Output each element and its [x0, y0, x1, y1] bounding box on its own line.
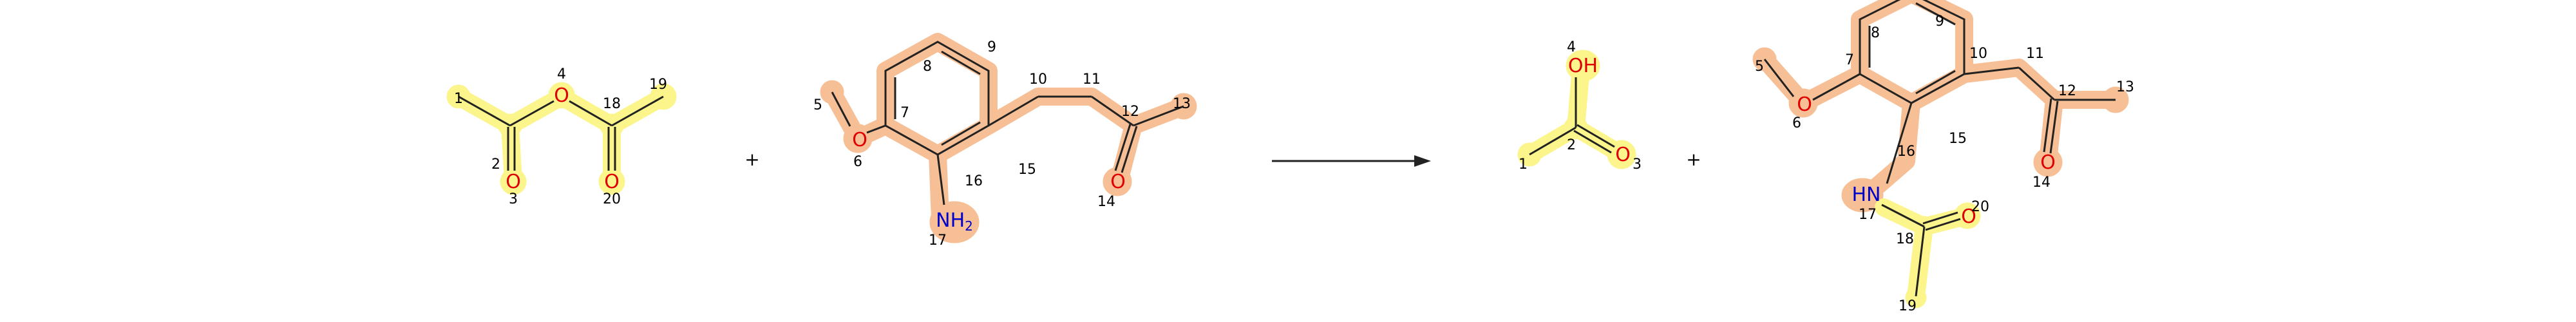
atom-number: 19: [649, 77, 667, 93]
atom-number: 17: [1859, 207, 1877, 223]
atom-numbers-acetic-acid: 1 2 3 4: [1519, 39, 1642, 173]
atom-number: 11: [1083, 71, 1101, 88]
reaction-arrow: [1272, 155, 1431, 167]
atom-number: 18: [1896, 231, 1914, 247]
atom-number: 15: [1018, 162, 1036, 178]
atom-hn: HN: [1852, 184, 1881, 206]
atom-number: 4: [1567, 39, 1576, 55]
atom-o-carbonyl: O: [1615, 144, 1631, 166]
atom-number: 20: [1971, 199, 1989, 215]
atom-number: 16: [1897, 144, 1915, 160]
atom-numbers-acetamide: 5 6 7 8 9 10 11 12 13 14 15 16 17 18 19 …: [1755, 14, 2134, 314]
atom-o-ketone: O: [2040, 151, 2056, 174]
atom-number: 9: [987, 39, 996, 55]
atom-o-bridge: O: [554, 84, 569, 107]
atom-number: 12: [1121, 104, 1139, 120]
atom-number: 6: [853, 154, 862, 170]
bonds-acetic-acid: [1529, 77, 1615, 156]
atom-number: 2: [1567, 137, 1576, 153]
plus-sign: +: [1686, 149, 1701, 170]
atom-number: 6: [1792, 115, 1801, 131]
atom-number: 14: [2032, 175, 2050, 191]
atom-numbers-amine: 5 6 7 8 9 10 11 12 13 14 15 16 17: [813, 39, 1191, 249]
atom-number: 15: [1949, 131, 1967, 147]
bonds-acetamide: [1763, 0, 2116, 297]
atom-o-ketone: O: [1110, 171, 1126, 193]
atom-number: 9: [1935, 14, 1944, 30]
atom-oh: OH: [1568, 55, 1598, 77]
atom-number: 1: [454, 91, 463, 107]
atom-o-carbonyl-a: O: [506, 171, 521, 193]
atom-number: 8: [923, 59, 932, 75]
atom-number: 10: [1029, 71, 1047, 88]
atom-number: 10: [1969, 46, 1987, 62]
nh2-subscript: 2: [965, 218, 973, 234]
atom-number: 3: [1633, 156, 1642, 173]
atom-number: 17: [929, 232, 947, 249]
atom-o-amide: O: [1961, 205, 1976, 228]
atom-number: 5: [1755, 59, 1764, 75]
atom-number: 8: [1871, 25, 1880, 41]
atom-o-methoxy: O: [852, 129, 867, 151]
atom-o-carbonyl-b: O: [604, 171, 620, 193]
atom-o-methoxy: O: [1797, 93, 1812, 116]
atom-number: 19: [1899, 298, 1917, 314]
atom-number: 1: [1519, 156, 1528, 173]
bonds-anhydride: [458, 95, 664, 171]
atom-number: 11: [2026, 46, 2044, 62]
molecule-acetic-acid: OH O 1 2 3 4: [1517, 39, 1642, 173]
atom-number: 4: [557, 66, 566, 82]
atom-number: 5: [813, 97, 822, 113]
atom-number: 20: [603, 191, 621, 207]
atom-number: 13: [1173, 96, 1191, 112]
atom-number: 12: [2058, 83, 2076, 99]
bonds-amine: [831, 41, 1184, 205]
atom-number: 7: [900, 105, 909, 121]
atom-number: 18: [603, 96, 621, 112]
highlight-amine: [820, 33, 1197, 243]
molecule-acetic-anhydride: O O O 1 2 3 4 18 19 20: [446, 66, 677, 207]
atom-number: 7: [1845, 52, 1854, 68]
atom-number: 3: [509, 191, 518, 207]
atom-number: 2: [491, 156, 500, 173]
atom-number: 16: [965, 173, 983, 189]
atom-number: 14: [1097, 194, 1115, 210]
molecule-acetamide: O O HN O 5 6 7 8 9 10 11 12 13 14 15 16 …: [1752, 0, 2134, 314]
atom-number: 13: [2116, 79, 2134, 95]
atom-numbers-anhydride: 1 2 3 4 18 19 20: [454, 66, 667, 207]
plus-sign: +: [744, 149, 759, 170]
molecule-amine: O O NH2 5 6 7 8 9 10 11 12 13 14 15 16 1…: [813, 33, 1197, 249]
